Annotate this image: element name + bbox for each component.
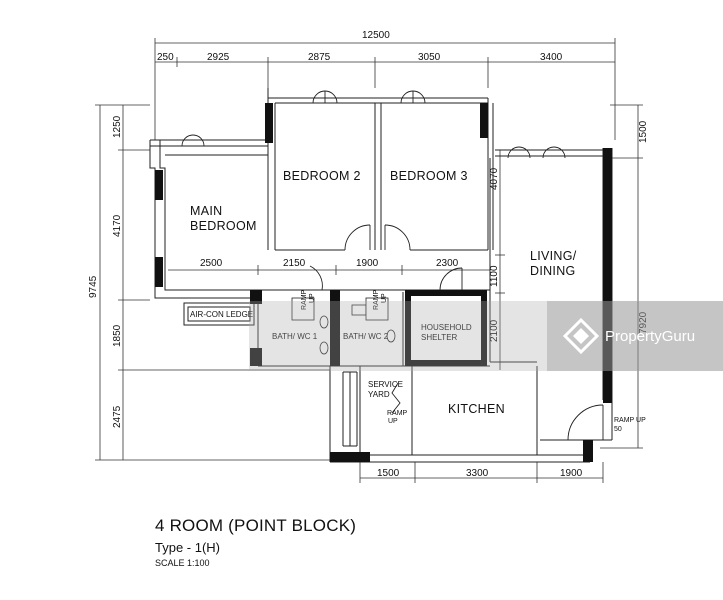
room-bath-1: BATH/ WC 1 (272, 332, 318, 341)
dim-bottom-1: 1500 (377, 468, 400, 479)
room-shelter-line1: HOUSEHOLD (421, 323, 472, 332)
dim-interior-4: 2300 (436, 258, 459, 269)
dim-interior-2: 2150 (283, 258, 306, 269)
ramp-label-entry: RAMP UP (614, 417, 646, 424)
ramp-label-service-a: RAMP (387, 410, 408, 417)
dim-overall-top: 12500 (362, 30, 390, 41)
dim-interior-3: 1900 (356, 258, 379, 269)
ramp-label-bath2-a: RAMP (373, 289, 380, 310)
plan-type: Type - 1(H) (155, 540, 221, 555)
room-aircon-ledge: AIR-CON LEDGE (190, 310, 253, 319)
plan-title: 4 ROOM (POINT BLOCK) (155, 516, 357, 535)
watermark-band (249, 301, 547, 371)
ramp-label-bath1-b: UP (309, 293, 316, 303)
dimension-lines (95, 38, 643, 483)
dim-left-4: 2475 (112, 405, 123, 428)
dim-interior-1: 2500 (200, 258, 223, 269)
dim-right-1: 1500 (638, 120, 649, 143)
propertyguru-logo-icon (562, 317, 600, 355)
room-bedroom-2: BEDROOM 2 (283, 169, 361, 183)
dim-top-2: 2925 (207, 52, 230, 63)
ramp-label-entry-50: 50 (614, 426, 622, 433)
dim-vert-3: 2100 (489, 319, 500, 342)
room-living-line2: DINING (530, 264, 576, 278)
dim-top-4: 3050 (418, 52, 441, 63)
watermark: PropertyGuru (547, 301, 723, 371)
dim-left-3: 1850 (112, 324, 123, 347)
dim-vert-2: 1100 (489, 265, 500, 287)
ramp-label-bath1-a: RAMP (301, 289, 308, 310)
ramp-label-bath2-b: UP (381, 293, 388, 303)
dim-vert-1: 4070 (489, 167, 500, 190)
dim-top-3: 2875 (308, 52, 331, 63)
room-main-bedroom-line2: BEDROOM (190, 219, 257, 233)
dim-left-overall: 9745 (88, 275, 99, 298)
solid-walls (155, 103, 612, 462)
room-bath-2: BATH/ WC 2 (343, 332, 389, 341)
room-service-line2: YARD (368, 390, 390, 399)
room-shelter-line2: SHELTER (421, 333, 458, 342)
windows-doors (181, 90, 604, 441)
dim-top-5: 3400 (540, 52, 563, 63)
room-main-bedroom-line1: MAIN (190, 204, 222, 218)
dim-bottom-2: 3300 (466, 468, 489, 479)
dim-left-2: 4170 (112, 214, 123, 237)
room-service-line1: SERVICE (368, 380, 403, 389)
dim-left-1: 1250 (112, 115, 123, 138)
room-bedroom-3: BEDROOM 3 (390, 169, 468, 183)
toilet-fixtures (291, 297, 396, 355)
watermark-text: PropertyGuru (605, 327, 696, 345)
room-kitchen: KITCHEN (448, 402, 505, 416)
plan-scale: SCALE 1:100 (155, 558, 210, 568)
dim-bottom-3: 1900 (560, 468, 583, 479)
dim-top-1: 250 (157, 52, 174, 63)
room-living-line1: LIVING/ (530, 249, 577, 263)
ramp-label-service-b: UP (388, 418, 398, 425)
